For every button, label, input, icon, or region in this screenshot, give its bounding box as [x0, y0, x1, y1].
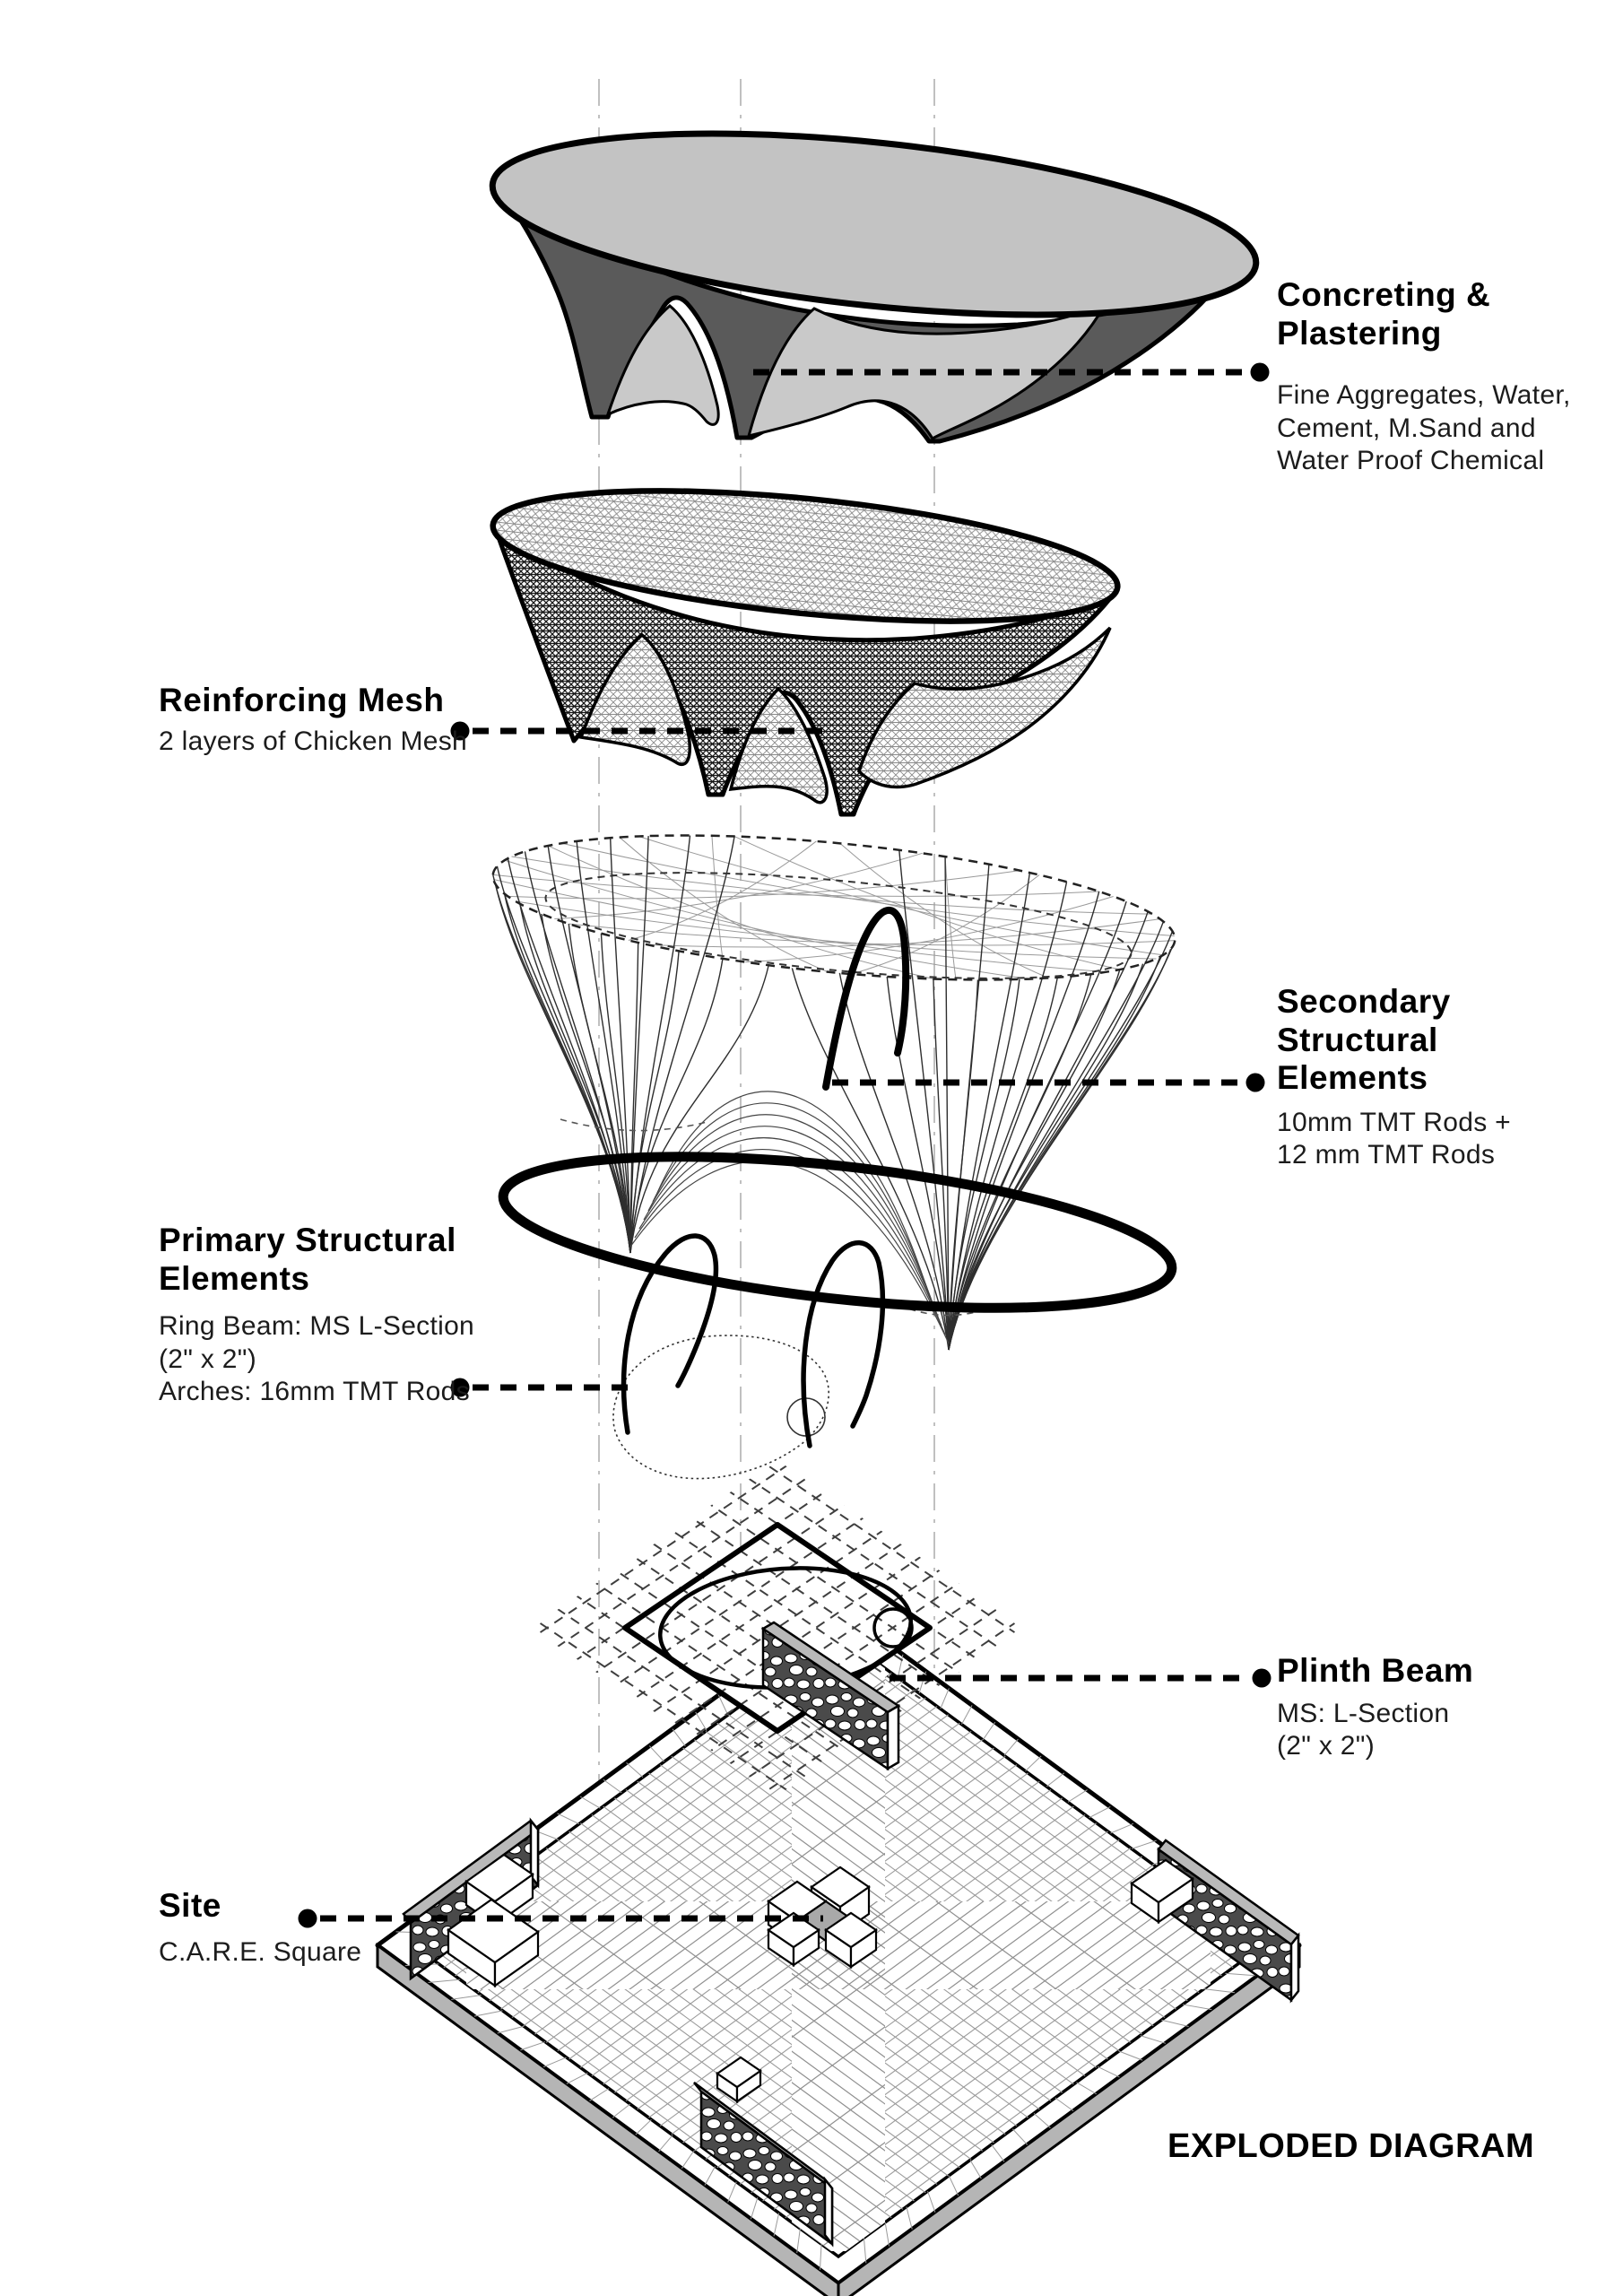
secondary-rods-wireframe-layer: [491, 834, 1176, 1351]
callout-concreting: Concreting & Plastering Fine Aggregates,…: [1277, 276, 1571, 478]
callout-mesh-description: 2 layers of Chicken Mesh: [159, 726, 468, 756]
callout-primary-heading: Primary Structural Elements: [159, 1222, 456, 1297]
callout-concreting-description: Fine Aggregates, Water, Cement, M.Sand a…: [1277, 380, 1571, 476]
callout-primary-description: Ring Beam: MS L-Section (2" x 2") Arches…: [159, 1311, 475, 1407]
page-title: EXPLODED DIAGRAM: [1167, 2127, 1535, 2165]
callout-site: Site C.A.R.E. Square: [159, 1887, 361, 1969]
callout-mesh-heading: Reinforcing Mesh: [159, 682, 445, 718]
leader-lines: [298, 362, 1271, 1928]
callout-site-description: C.A.R.E. Square: [159, 1936, 362, 1967]
callout-secondary-heading: Secondary Structural Elements: [1277, 983, 1451, 1097]
callout-secondary-description: 10mm TMT Rods + 12 mm TMT Rods: [1277, 1107, 1511, 1170]
callout-plinth-heading: Plinth Beam: [1277, 1652, 1474, 1689]
callout-plinth-description: MS: L-Section (2" x 2"): [1277, 1698, 1450, 1761]
callout-concreting-heading: Concreting & Plastering: [1277, 276, 1491, 352]
callout-plinth-beam: Plinth Beam MS: L-Section (2" x 2"): [1277, 1652, 1473, 1763]
callout-primary-structural: Primary Structural Elements Ring Beam: M…: [159, 1222, 474, 1409]
ring-beam-and-arches-layer: [498, 1152, 1177, 1480]
callout-secondary-structural: Secondary Structural Elements 10mm TMT R…: [1277, 983, 1511, 1172]
concrete-shell-layer: [489, 130, 1260, 444]
reinforcing-mesh-layer: [490, 488, 1121, 817]
callout-reinforcing-mesh: Reinforcing Mesh 2 layers of Chicken Mes…: [159, 682, 467, 758]
callout-site-heading: Site: [159, 1887, 221, 1924]
